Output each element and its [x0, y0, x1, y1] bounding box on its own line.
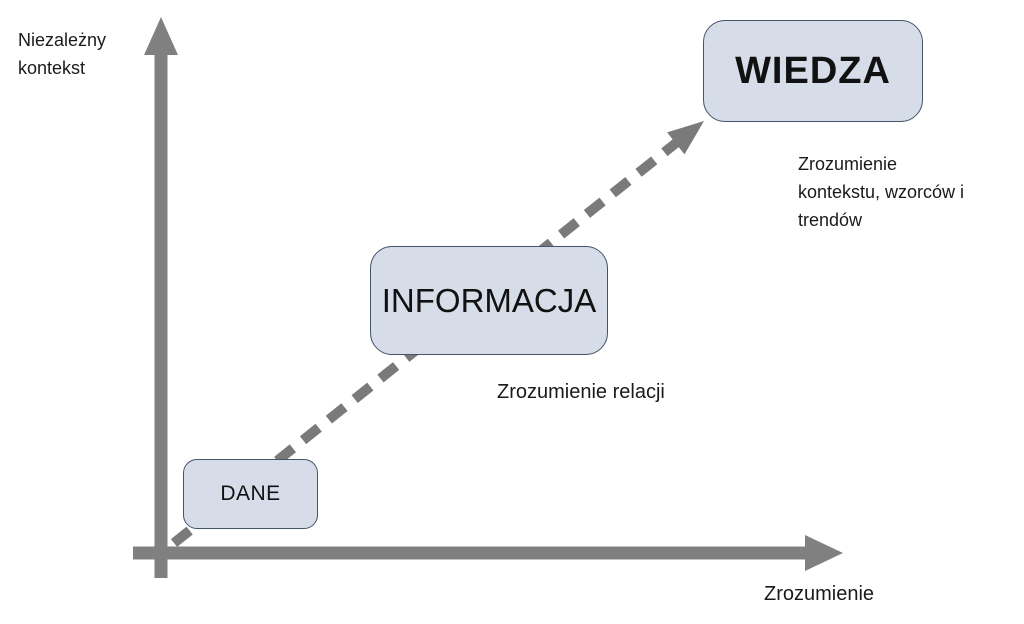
y-axis-label: Niezależny kontekst: [18, 26, 106, 82]
annotation-informacja: Zrozumienie relacji: [497, 381, 665, 403]
y-axis-arrowhead: [144, 17, 178, 55]
annotation-wiedza: Zrozumienie kontekstu, wzorców i trendów: [798, 150, 964, 234]
x-axis-label: Zrozumienie: [764, 583, 875, 605]
y-axis-label-line2: kontekst: [18, 58, 86, 78]
annotation-wiedza-line2: kontekstu, wzorców i: [798, 182, 965, 202]
annotation-wiedza-line3: trendów: [798, 210, 863, 230]
node-wiedza: WIEDZA: [703, 20, 923, 122]
node-informacja: INFORMACJA: [370, 246, 608, 355]
node-dane: DANE: [183, 459, 318, 529]
x-axis-arrowhead: [805, 535, 843, 571]
progression-arrowhead: [667, 121, 704, 155]
y-axis-label-line1: Niezależny: [18, 30, 107, 50]
node-dane-label: DANE: [220, 482, 281, 505]
annotation-wiedza-line1: Zrozumienie: [798, 154, 898, 174]
node-wiedza-label: WIEDZA: [735, 49, 891, 92]
node-informacja-label: INFORMACJA: [381, 281, 597, 319]
